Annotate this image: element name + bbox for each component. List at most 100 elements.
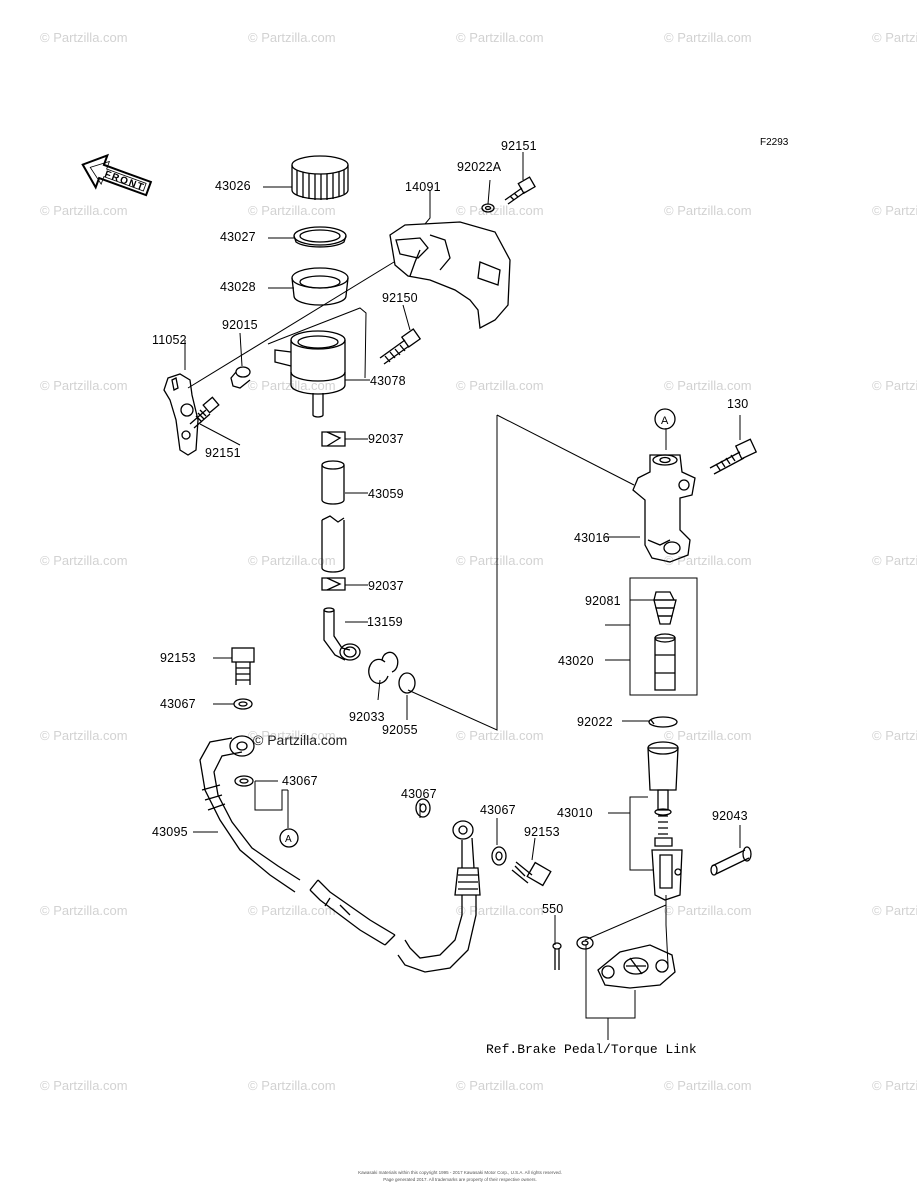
bolt-130 — [709, 438, 758, 475]
part-label: 43016 — [574, 531, 610, 545]
watermark: © Partzilla.com — [248, 553, 336, 568]
watermark: © Partzilla.com — [664, 378, 752, 393]
kit-box-43020 — [629, 577, 698, 696]
part-label: 92043 — [712, 809, 748, 823]
watermark: © Partzilla.com — [664, 203, 752, 218]
watermark: © Partzilla.com — [664, 553, 752, 568]
brake-pedal-link — [597, 944, 676, 989]
part-label: 92151 — [501, 139, 537, 153]
cotter-pin — [552, 942, 562, 970]
elbow-fitting — [323, 607, 361, 661]
part-label: 550 — [542, 902, 564, 916]
watermark: © Partzilla.com — [248, 1078, 336, 1093]
copyright-line-1: Kawasaki materials within this copyright… — [358, 1170, 562, 1175]
part-label: 43028 — [220, 280, 256, 294]
part-label: 43078 — [370, 374, 406, 388]
watermark: © Partzilla.com — [872, 378, 917, 393]
banjo-bolt-right — [511, 861, 552, 887]
watermark: © Partzilla.com — [248, 30, 336, 45]
watermark: © Partzilla.com — [456, 728, 544, 743]
part-label: 43067 — [401, 787, 437, 801]
watermark: © Partzilla.com — [456, 30, 544, 45]
washer-43067-c — [415, 798, 431, 818]
circlip-92022 — [648, 716, 678, 728]
watermark: © Partzilla.com — [40, 1078, 128, 1093]
watermark: © Partzilla.com — [248, 903, 336, 918]
clevis-pin — [710, 846, 752, 876]
watermark: © Partzilla.com — [456, 203, 544, 218]
reservoir-cover — [389, 221, 511, 330]
clamp-lower — [321, 577, 346, 591]
part-label: 92037 — [368, 579, 404, 593]
diaphragm — [291, 267, 349, 306]
bolt-92150 — [379, 328, 422, 365]
front-arrow-icon: FRONT — [81, 153, 153, 197]
clamp-upper — [321, 431, 346, 447]
part-label: 92153 — [524, 825, 560, 839]
brake-hose — [199, 735, 481, 973]
copyright-line-2: Page generated 2017. All trademarks are … — [383, 1177, 537, 1182]
part-label: 43010 — [557, 806, 593, 820]
part-label: 43095 — [152, 825, 188, 839]
watermark: © Partzilla.com — [872, 203, 917, 218]
watermark: © Partzilla.com — [40, 903, 128, 918]
watermark: © Partzilla.com — [872, 30, 917, 45]
diaphragm-plate — [293, 226, 347, 248]
o-ring — [398, 672, 416, 694]
part-label: 92055 — [382, 723, 418, 737]
svg-text:A: A — [285, 834, 292, 845]
watermark: © Partzilla.com — [248, 203, 336, 218]
part-label: 92015 — [222, 318, 258, 332]
marker-a-lower: A — [279, 828, 299, 848]
part-label: 13159 — [367, 615, 403, 629]
watermark: © Partzilla.com — [456, 378, 544, 393]
watermark: © Partzilla.com — [664, 728, 752, 743]
reservoir — [274, 330, 346, 418]
watermark: © Partzilla.com — [456, 1078, 544, 1093]
bolt-92151-left — [189, 396, 220, 429]
center-watermark: © Partzilla.com — [253, 732, 348, 748]
piston-assy — [653, 591, 677, 691]
part-label: 92033 — [349, 710, 385, 724]
washer-92022a — [481, 203, 495, 213]
master-cylinder — [632, 454, 696, 563]
part-label: 43027 — [220, 230, 256, 244]
part-label: 92081 — [585, 594, 621, 608]
part-label: 43026 — [215, 179, 251, 193]
watermark: © Partzilla.com — [40, 728, 128, 743]
part-label: 43059 — [368, 487, 404, 501]
marker-a-upper: A — [654, 408, 676, 430]
watermark: © Partzilla.com — [664, 1078, 752, 1093]
watermark: © Partzilla.com — [40, 553, 128, 568]
part-label: 92150 — [382, 291, 418, 305]
reservoir-hose — [321, 460, 345, 573]
part-label: 43067 — [160, 697, 196, 711]
callout-lines — [184, 152, 741, 1040]
watermark: © Partzilla.com — [872, 1078, 917, 1093]
circlip — [368, 651, 399, 685]
push-rod — [647, 741, 683, 901]
part-label: 92151 — [205, 446, 241, 460]
watermark: © Partzilla.com — [872, 903, 917, 918]
watermark: © Partzilla.com — [40, 378, 128, 393]
part-label: 92022 — [577, 715, 613, 729]
watermark: © Partzilla.com — [40, 30, 128, 45]
watermark: © Partzilla.com — [456, 553, 544, 568]
watermark: © Partzilla.com — [248, 728, 336, 743]
part-label: 43020 — [558, 654, 594, 668]
watermark: © Partzilla.com — [456, 903, 544, 918]
part-label: 130 — [727, 397, 749, 411]
bolt-92151-top — [504, 176, 536, 205]
collar — [230, 366, 251, 389]
reservoir-cap — [291, 155, 349, 200]
watermark: © Partzilla.com — [664, 30, 752, 45]
part-label: 92153 — [160, 651, 196, 665]
part-label: 92037 — [368, 432, 404, 446]
washer-43067-a — [233, 698, 253, 710]
bracket — [163, 373, 199, 456]
part-label: 92022A — [457, 160, 502, 174]
pedal-washer — [576, 936, 594, 950]
reference-note: Ref.Brake Pedal/Torque Link — [486, 1042, 697, 1057]
part-label: 11052 — [152, 333, 187, 347]
